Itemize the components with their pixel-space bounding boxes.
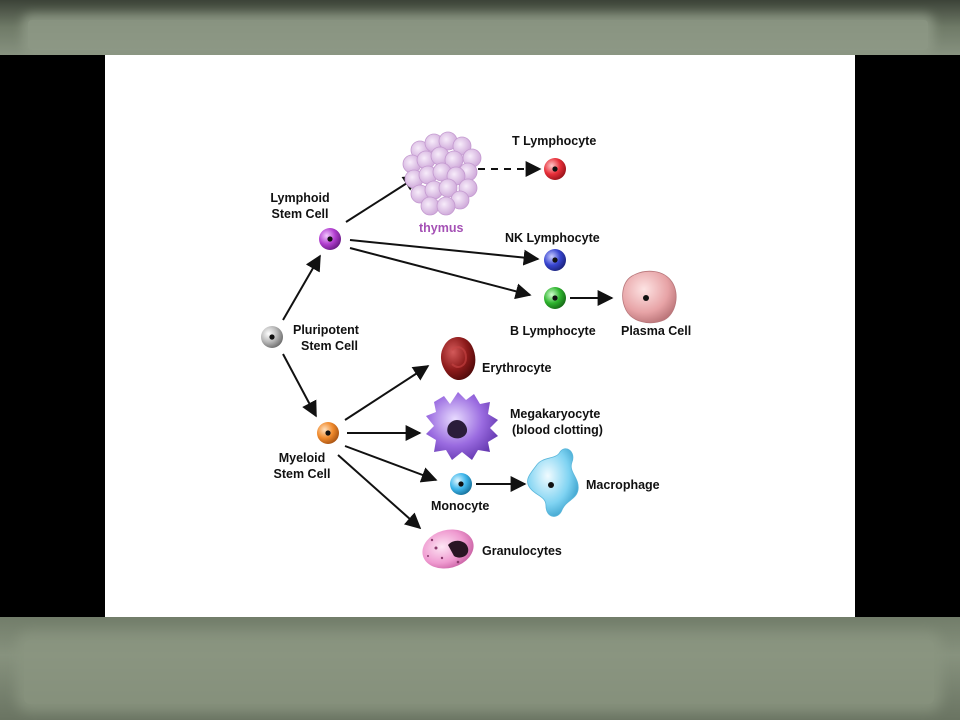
pluripotent-stem-cell-label: Pluripotent Stem Cell [293,322,373,354]
erythrocyte-label: Erythrocyte [482,361,552,375]
arrow-pluripotent-to-lymphoid [282,254,321,321]
megakaryocyte-label-line2: (blood clotting) [512,423,603,437]
frame-bottom-band [24,640,934,704]
myeloid-stem-cell-label: Myeloid Stem Cell [266,450,338,482]
granulocytes-cell [422,529,474,569]
monocyte-cell [450,473,472,495]
monocyte-label: Monocyte [431,499,490,513]
pluripotent-label-line1: Pluripotent [293,323,359,337]
myeloid-label-line2: Stem Cell [273,467,331,481]
slide-canvas [105,55,855,617]
macrophage-label: Macrophage [586,478,660,492]
lymphoid-label-line2: Stem Cell [271,207,329,221]
myeloid-stem-cell [317,422,339,444]
arrow-lymphoid-to-nk [349,239,540,266]
myeloid-label-line1: Myeloid [278,451,326,465]
arrows [282,161,614,530]
megakaryocyte-label: Megakaryocyte (blood clotting) [510,406,620,438]
thymus-label: thymus [419,221,464,235]
nk-lymphocyte-cell [544,249,566,271]
arrow-pluripotent-to-myeloid [282,353,317,418]
erythrocyte-cell [440,337,476,381]
b-lymphocyte-label: B Lymphocyte [510,324,596,338]
pluripotent-label-line2: Stem Cell [301,339,358,353]
t-lymphocyte-cell [544,158,566,180]
plasma-cell [622,270,677,324]
pluripotent-stem-cell [261,326,283,348]
arrow-myeloid-to-monocyte [344,445,438,483]
frame-top-band [28,20,928,50]
macrophage-cell [527,448,579,517]
arrow-myeloid-to-granulocytes [337,454,422,530]
b-lymphocyte-cell [544,287,566,309]
lymphoid-stem-cell-label: Lymphoid Stem Cell [262,190,338,222]
nk-lymphocyte-label: NK Lymphocyte [505,231,600,245]
thymus-organ [402,131,482,216]
arrow-lymphoid-to-b [349,247,532,300]
megakaryocyte-label-line1: Megakaryocyte [510,407,601,421]
t-lymphocyte-label: T Lymphocyte [512,134,597,148]
granulocytes-label: Granulocytes [482,544,562,558]
lymphoid-stem-cell [319,228,341,250]
megakaryocyte-cell [426,392,498,460]
lymphoid-label-line1: Lymphoid [270,191,330,205]
arrow-myeloid-to-erythrocyte [344,365,430,421]
plasma-cell-label: Plasma Cell [621,324,692,338]
